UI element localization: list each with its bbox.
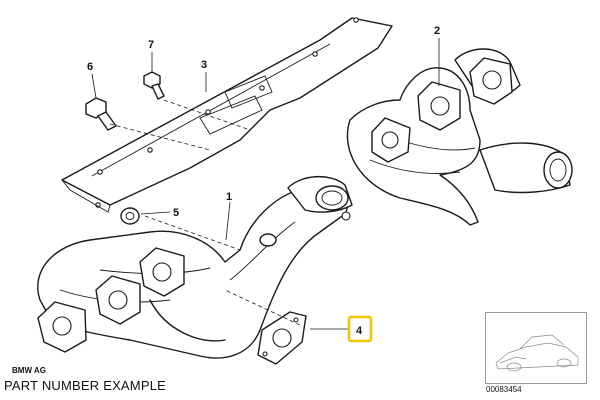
callout-6: 6 bbox=[87, 61, 93, 73]
vehicle-thumbnail bbox=[485, 312, 587, 384]
callout-1: 1 bbox=[226, 191, 232, 203]
car-silhouette-icon bbox=[495, 334, 579, 372]
callout-2: 2 bbox=[434, 25, 440, 37]
brand-mark: BMW AG bbox=[12, 366, 46, 375]
callout-4-highlight bbox=[347, 315, 373, 343]
exhaust-manifold-left-part bbox=[37, 175, 353, 359]
callout-3: 3 bbox=[201, 59, 207, 71]
nut-part bbox=[120, 207, 140, 225]
thumbnail-id: 00083454 bbox=[486, 385, 522, 394]
stud-part bbox=[143, 71, 165, 100]
heat-shield-part bbox=[61, 17, 393, 213]
callout-7: 7 bbox=[148, 39, 154, 51]
leader-lines bbox=[91, 38, 440, 330]
callout-5: 5 bbox=[173, 207, 179, 219]
diagram-caption: PART NUMBER EXAMPLE bbox=[4, 378, 167, 393]
callout-4: 4 bbox=[356, 325, 363, 337]
gasket-part bbox=[257, 311, 307, 365]
bolt-part bbox=[85, 97, 117, 131]
exhaust-manifold-right-part bbox=[346, 48, 573, 226]
